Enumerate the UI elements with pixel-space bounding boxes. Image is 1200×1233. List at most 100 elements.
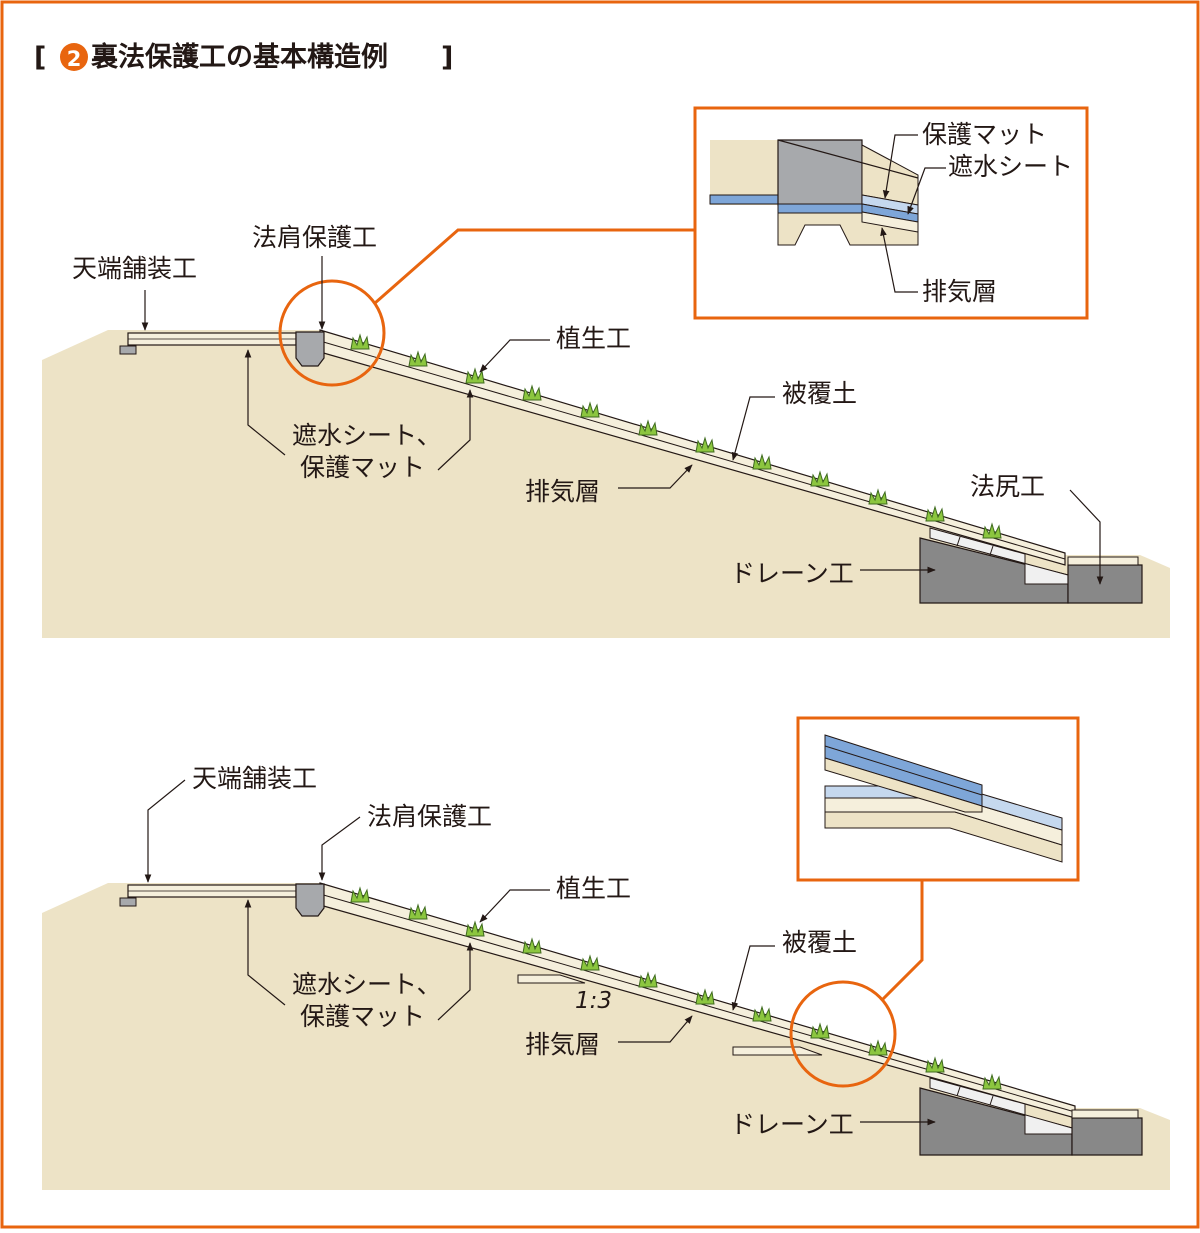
leader-cover-soil — [731, 396, 775, 461]
label-drain-work-2: ドレーン工 — [730, 1110, 854, 1139]
label-crest-paving-2: 天端舗装工 — [192, 764, 317, 793]
inset-label-vent-layer: 排気層 — [922, 277, 997, 306]
inset2-upper-line — [824, 745, 983, 796]
leader-sheet-left — [244, 349, 286, 456]
title-bracket-close: ] — [441, 42, 453, 73]
vegetation-tuft-icon — [350, 334, 370, 350]
vegetation-tuft-icon — [638, 972, 658, 988]
leader-toe-work — [1069, 489, 1104, 585]
toe-block — [1067, 564, 1143, 604]
leader-shoulder-2 — [318, 816, 361, 881]
vegetation-tuft-icon — [868, 489, 888, 505]
vegetation-tuft-icon — [580, 402, 600, 418]
berm-plate-upper — [517, 974, 586, 984]
leader-protection-mat — [882, 134, 918, 199]
leader-waterproof-sheet — [907, 167, 946, 215]
vegetation-tuft-icon — [810, 471, 830, 487]
vegetation-tuft-icon — [580, 955, 600, 971]
inset-sheet-left — [709, 194, 779, 205]
inset-label-protection-mat: 保護マット — [922, 120, 1047, 149]
label-vent-layer: 排気層 — [525, 477, 600, 506]
vegetation-tuft-icon — [408, 904, 428, 920]
embankment-soil — [42, 330, 1170, 638]
detail-connector-2 — [880, 880, 924, 1002]
diagram-1-leaders — [141, 256, 1104, 585]
vegetation-tuft-icon — [350, 887, 370, 903]
inset-leaders — [880, 134, 946, 293]
waterproof-sheet-line — [319, 340, 1066, 560]
vegetation-tuft-icon — [522, 938, 542, 954]
vegetation-tuft-icon — [925, 1057, 945, 1073]
drain-tile-gap-2 — [989, 545, 994, 556]
inset-shoulder-block — [777, 139, 863, 206]
vegetation-tuft-icon — [982, 1074, 1002, 1090]
detail-circle-2 — [789, 980, 897, 1088]
leader-sheet-right — [437, 389, 474, 471]
diagram-2-leaders — [144, 779, 936, 1126]
crest-curb-2 — [119, 897, 137, 907]
label-slope-ratio: 1:3 — [575, 988, 612, 1014]
drain-tile-gap-3 — [956, 1086, 961, 1097]
vegetation-tuft-icon — [522, 385, 542, 401]
leader-crest-paving-2 — [144, 779, 186, 883]
page-title: 裏法保護工の基本構造例 — [90, 41, 388, 73]
vegetation-tuft-icon — [925, 506, 945, 522]
label-sheet-mat-2: 保護マット — [300, 453, 425, 482]
vegetation-tuft-icon — [752, 1006, 772, 1022]
inset-label-waterproof-sheet: 遮水シート — [948, 152, 1073, 181]
leader-vegetation-2 — [479, 889, 550, 923]
inset-soil-left — [710, 140, 778, 205]
label-shoulder-protection-2: 法肩保護工 — [367, 802, 492, 831]
vegetation-tuft-icon — [695, 989, 715, 1005]
inset-detail-2 — [824, 734, 1063, 863]
label-crest-paving: 天端舗装工 — [72, 254, 197, 283]
vegetation-tuft-icon — [752, 454, 772, 470]
detail-circle — [278, 279, 386, 387]
label-sheet-mat-1: 遮水シート、 — [292, 421, 442, 450]
diagram-2: 天端舗装工 法肩保護工 植生工 被覆土 遮水シート、 保護マット 1:3 排気層… — [42, 716, 1170, 1190]
diagram-1: 保護マット 遮水シート 排気層 天端舗装工 法肩保護工 植生工 被覆土 遮水シー… — [42, 106, 1170, 638]
inset-vent-layer — [861, 211, 919, 233]
label-drain-work: ドレーン工 — [730, 559, 854, 588]
label-cover-soil-2: 被覆土 — [782, 928, 857, 957]
leader-vegetation — [479, 339, 550, 373]
drain-tile-gap-1 — [956, 536, 961, 547]
vegetation-tuft-icon — [868, 1040, 888, 1056]
vegetation-tuft-icon — [638, 420, 658, 436]
leader-sheet-left-2 — [244, 899, 286, 1006]
toe-top — [1067, 556, 1139, 566]
inset-detail — [709, 139, 919, 246]
vegetation-tuft-icon — [695, 437, 715, 453]
vegetation-tuft-icon — [465, 921, 485, 937]
title-bracket-open: [ — [34, 42, 46, 73]
leader-sheet-right-2 — [437, 942, 474, 1021]
shoulder-protection-block — [295, 331, 325, 367]
inset2-upper-soil — [824, 757, 983, 813]
vegetation-tuft-icon — [982, 523, 1002, 539]
leader-vent-layer — [618, 464, 693, 489]
label-toe-work: 法尻工 — [970, 472, 1045, 501]
label-sheet-mat-2-2: 保護マット — [300, 1002, 425, 1031]
label-vent-layer-2: 排気層 — [525, 1030, 600, 1059]
vegetation-tuft-icon — [408, 351, 428, 367]
title-number: 2 — [67, 47, 82, 71]
drain-tile-gap-4 — [989, 1095, 994, 1106]
label-shoulder-protection: 法肩保護工 — [252, 223, 377, 252]
toe-block-2 — [1071, 1117, 1143, 1156]
leader-inset-vent — [880, 227, 918, 293]
label-vegetation: 植生工 — [556, 324, 631, 353]
label-cover-soil: 被覆土 — [782, 379, 857, 408]
title-group: [ 2 裏法保護工の基本構造例 ] — [34, 41, 453, 73]
leader-cover-soil-2 — [731, 945, 775, 1011]
shoulder-protection-block-2 — [295, 883, 325, 917]
label-vegetation-2: 植生工 — [556, 874, 631, 903]
inset-top-edge — [777, 139, 919, 179]
toe-top-2 — [1071, 1109, 1139, 1119]
number-circle-icon — [60, 43, 88, 71]
inset-sheet-under-block — [777, 203, 863, 214]
berm-plate-lower — [732, 1046, 823, 1056]
vegetation-tuft-icon — [810, 1023, 830, 1039]
